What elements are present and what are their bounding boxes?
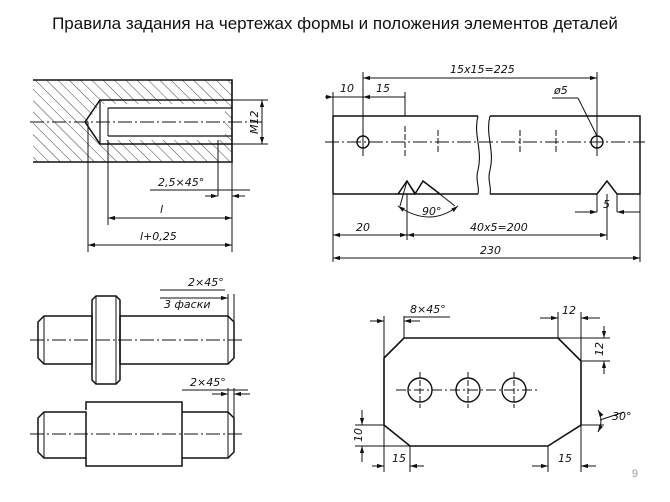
bar-dim-15-label: 15 xyxy=(376,82,390,95)
bar-angle-label: 90° xyxy=(422,205,442,218)
bar-pitch-top-label: 15x15=225 xyxy=(450,63,515,76)
page-number: 9 xyxy=(631,468,638,480)
collar-chamfer-label: 2×45° xyxy=(190,376,226,389)
bar-length-label: 230 xyxy=(480,244,501,257)
shaft-collar-drawing xyxy=(30,388,250,467)
plate-dim-12-top-label: 12 xyxy=(562,304,576,317)
flange-chamfer-label: 2×45° xyxy=(188,276,224,289)
plate-dim-15-right-label: 15 xyxy=(558,452,572,465)
flange-note-label: 3 фаски xyxy=(164,298,210,311)
thread-chamfer-label: 2,5×45° xyxy=(158,176,204,189)
bar-dim-20-label: 20 xyxy=(356,221,370,234)
bar-dim-5-label: 5 xyxy=(603,198,610,211)
plate-dim-15-left-label: 15 xyxy=(392,452,406,465)
bar-hole-dia-label: ø5 xyxy=(553,84,568,97)
plate-dim-10-label: 10 xyxy=(352,428,365,442)
slide-title: Правила задания на чертежах формы и поло… xyxy=(52,14,618,33)
shaft-flange-drawing xyxy=(30,289,245,385)
plate-chamfer-label: 8×45° xyxy=(410,303,446,316)
plate-dim-12-side-label: 12 xyxy=(593,342,606,356)
bar-pitch-bottom-label: 40x5=200 xyxy=(470,221,528,234)
thread-depth-label: l xyxy=(160,203,163,216)
plate-drawing xyxy=(355,312,625,472)
thread-hole-drawing xyxy=(30,79,268,252)
plate-angle-label: 30° xyxy=(612,410,632,423)
bar-drawing xyxy=(325,72,645,262)
bar-dim-10-label: 10 xyxy=(340,82,354,95)
thread-depth-total-label: l+0,25 xyxy=(140,230,177,243)
thread-size-label: M12 xyxy=(248,111,261,135)
